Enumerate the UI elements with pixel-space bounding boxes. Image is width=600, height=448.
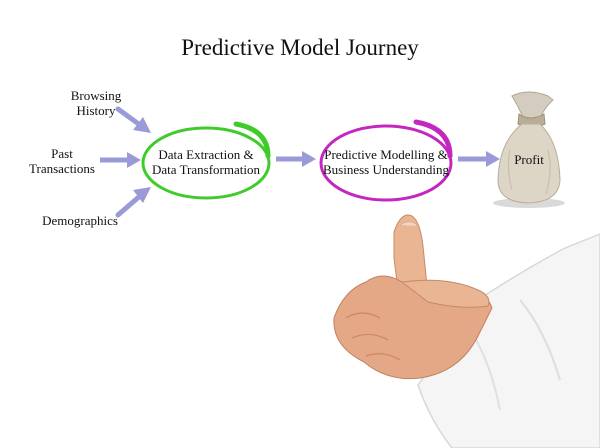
arrow-demographics <box>115 187 151 218</box>
input-browsing-history-line2: History <box>76 103 116 118</box>
input-browsing-history-line1: Browsing <box>70 88 122 103</box>
money-bag-icon <box>493 91 565 208</box>
step1-label: Data Extraction & Data Transformation <box>143 147 269 177</box>
step2-label: Predictive Modelling & Business Understa… <box>316 147 456 177</box>
input-demographics: Demographics <box>42 213 118 228</box>
input-past-transactions-line1: Past <box>51 146 73 161</box>
step1-label-line2: Data Transformation <box>152 162 260 177</box>
step2-label-line2: Business Understanding <box>322 162 450 177</box>
step1-label-line1: Data Extraction & <box>158 147 254 162</box>
pointing-hand-illustration <box>333 214 600 448</box>
input-past-transactions: Past Transactions <box>14 146 110 176</box>
diagram-title: Predictive Model Journey <box>181 35 419 60</box>
input-browsing-history: Browsing History <box>56 88 136 118</box>
step2-ring <box>319 119 453 202</box>
step1-ring <box>141 121 271 200</box>
step2-label-line1: Predictive Modelling & <box>324 147 448 162</box>
result-profit: Profit <box>514 152 544 167</box>
arrow-step1-to-step2 <box>276 151 316 167</box>
input-past-transactions-line2: Transactions <box>29 161 95 176</box>
arrow-past-transactions <box>100 152 141 168</box>
arrow-step2-to-profit <box>458 151 500 167</box>
arrow-browsing <box>115 106 151 133</box>
